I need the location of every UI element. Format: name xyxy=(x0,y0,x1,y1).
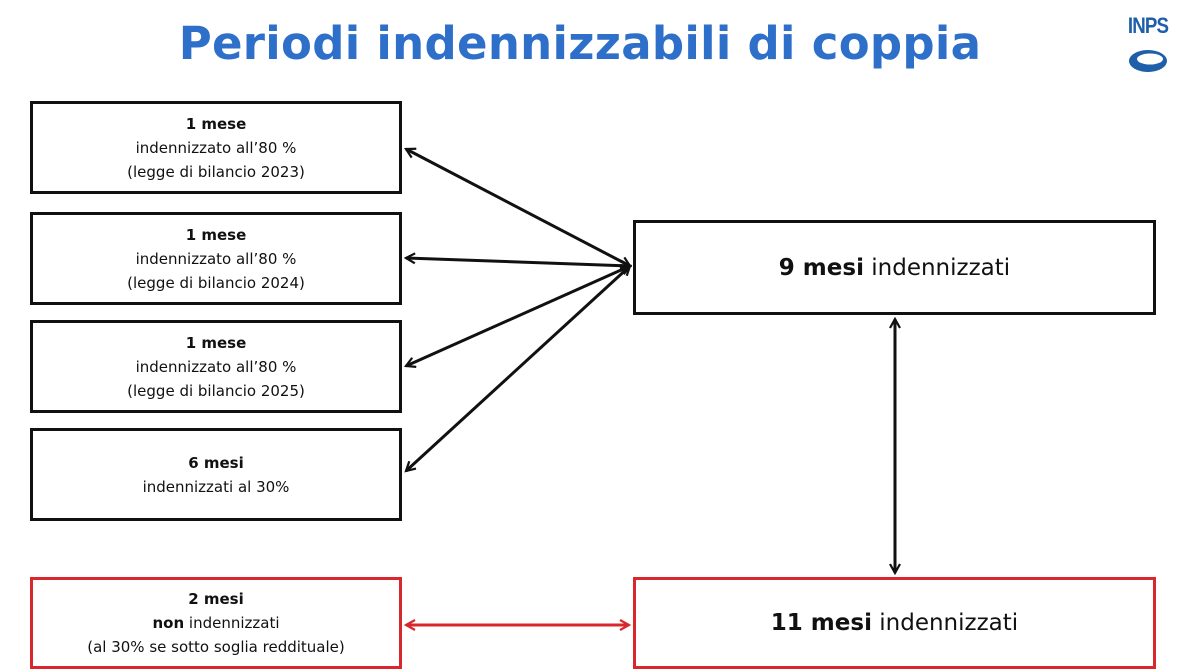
logo-text: INPS xyxy=(1127,13,1169,38)
box-text: indennizzati xyxy=(863,254,1011,281)
box-line: (al 30% se sotto soglia reddituale) xyxy=(87,638,345,656)
box-2-mesi: 2 mesi non indennizzati (al 30% se sotto… xyxy=(30,577,402,669)
box-11-mesi: 11 mesi indennizzati xyxy=(633,577,1156,669)
box-text: indennizzati xyxy=(871,610,1019,636)
arrow-2 xyxy=(406,258,630,266)
box-emphasis: 9 mesi xyxy=(778,254,864,281)
box-line: indennizzato all’80 % xyxy=(135,357,297,376)
box-heading: 6 mesi xyxy=(188,453,244,472)
box-line: (legge di bilancio 2023) xyxy=(127,162,305,181)
arrow-4 xyxy=(406,266,630,471)
box-emphasis: 11 mesi xyxy=(770,610,872,636)
box-6-mesi: 6 mesi indennizzati al 30% xyxy=(30,428,402,521)
box-line: indennizzato all’80 % xyxy=(135,249,297,268)
box-heading: 2 mesi xyxy=(188,590,244,608)
box-heading: 1 mese xyxy=(185,114,247,133)
box-line: indennizzato all’80 % xyxy=(135,138,297,157)
box-line: indennizzati al 30% xyxy=(142,477,290,496)
arrow-1 xyxy=(406,149,630,266)
arrow-3 xyxy=(406,266,630,366)
box-1-mese-2025: 1 mese indennizzato all’80 % (legge di b… xyxy=(30,320,402,413)
box-heading: 1 mese xyxy=(185,333,247,352)
box-1-mese-2024: 1 mese indennizzato all’80 % (legge di b… xyxy=(30,212,402,305)
page-title: Periodi indennizzabili di coppia xyxy=(178,16,982,70)
inps-logo: INPS xyxy=(1116,14,1180,78)
box-line: (legge di bilancio 2024) xyxy=(127,273,305,292)
box-line: (legge di bilancio 2025) xyxy=(127,381,305,400)
box-emphasis: non xyxy=(152,614,185,632)
box-heading: 1 mese xyxy=(185,225,247,244)
box-1-mese-2023: 1 mese indennizzato all’80 % (legge di b… xyxy=(30,101,402,194)
box-text: indennizzati xyxy=(184,614,280,632)
logo-emblem-icon xyxy=(1129,50,1167,72)
box-9-mesi: 9 mesi indennizzati xyxy=(633,220,1156,315)
box-line: non indennizzati xyxy=(152,611,279,635)
